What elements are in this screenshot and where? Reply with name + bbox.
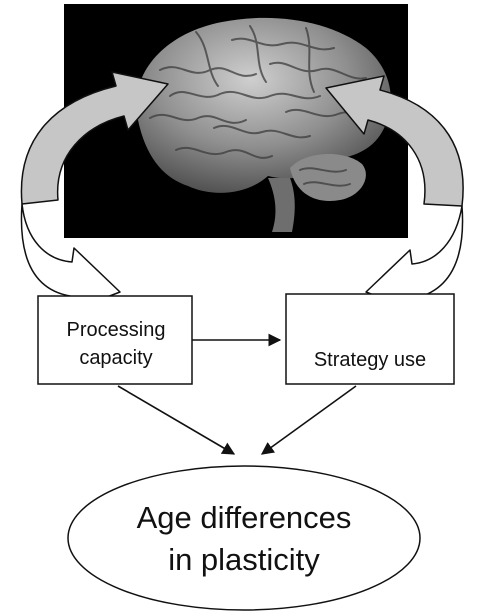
processing-capacity-node: Processing capacity: [37, 295, 193, 385]
processing-capacity-box: [37, 295, 193, 385]
outcome-label-line1: Age differences: [137, 500, 352, 535]
brain-image: [64, 4, 408, 238]
processing-capacity-label-line2: capacity: [79, 347, 152, 369]
brain-cerebellum: [290, 153, 366, 201]
strategy-to-outcome-arrow: [260, 385, 357, 455]
brain-stem: [268, 178, 295, 232]
strategy-use-box: [285, 293, 455, 385]
outcome-oval: [67, 465, 421, 611]
processing-capacity-label-line1: Processing: [67, 319, 166, 341]
brain-cerebrum: [136, 17, 391, 193]
capacity-to-outcome-arrow: [117, 385, 236, 455]
outcome-node: Age differences in plasticity: [67, 465, 421, 611]
strategy-use-label: Strategy use: [314, 349, 426, 371]
left-arrow-body: [20, 71, 169, 205]
outcome-label-line2: in plasticity: [168, 542, 320, 577]
right-arrow-body: [325, 75, 464, 207]
strategy-use-node: Strategy use: [285, 293, 455, 385]
